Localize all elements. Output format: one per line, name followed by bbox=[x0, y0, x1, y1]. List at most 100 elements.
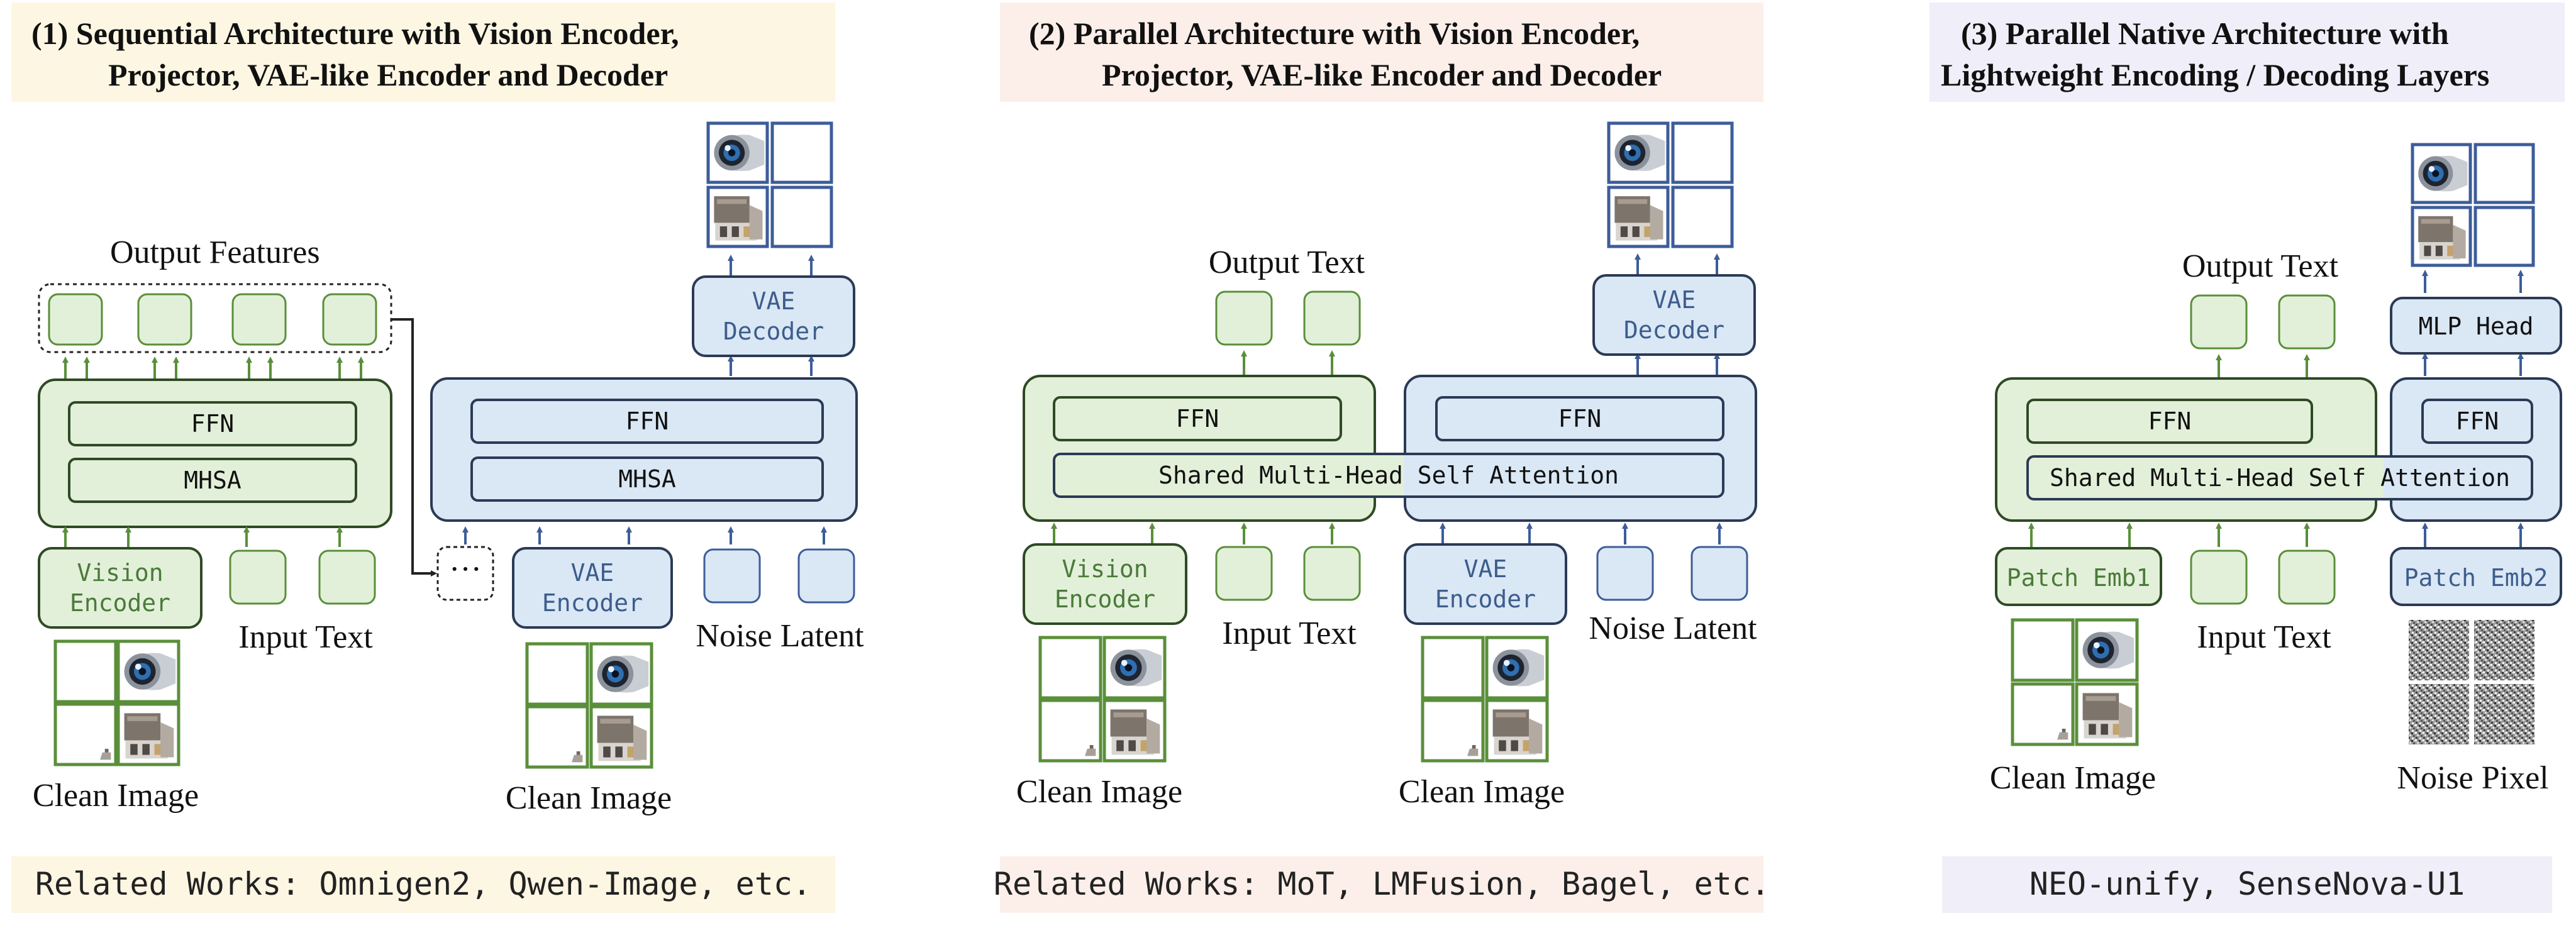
output-text-token bbox=[2190, 294, 2248, 350]
vision-encoder-label: Encoder bbox=[70, 589, 170, 617]
panel1-title-line1: (1) Sequential Architecture with Vision … bbox=[31, 16, 679, 51]
output-text-token bbox=[1215, 290, 1273, 346]
panel3-title-line2: Lightweight Encoding / Decoding Layers bbox=[1941, 57, 2489, 92]
input-text-token bbox=[2278, 550, 2336, 605]
vae-decoder-label: Decoder bbox=[1624, 316, 1724, 344]
input-text-token bbox=[2190, 550, 2248, 605]
shared-attention-block bbox=[1053, 453, 1724, 498]
ffn-block bbox=[1053, 396, 1342, 441]
ffn-label: FFN bbox=[626, 407, 669, 435]
shared-attention-label: Shared Multi-Head Self Attention bbox=[2050, 464, 2510, 492]
ffn-label: FFN bbox=[2456, 407, 2499, 435]
generated-image-grid bbox=[706, 121, 833, 248]
mhsa-block bbox=[470, 456, 824, 502]
related-works-label: NEO-unify, SenseNova-U1 bbox=[2029, 866, 2465, 902]
vae-encoder-label: VAE bbox=[571, 559, 614, 587]
output-feature-token bbox=[137, 293, 192, 346]
related-works-label: Related Works: Omnigen2, Qwen-Image, etc… bbox=[35, 866, 811, 902]
output-feature-token bbox=[231, 293, 287, 346]
shared-attention-green bbox=[2028, 456, 2384, 499]
panel3-title-line1: (3) Parallel Native Architecture with bbox=[1961, 16, 2449, 51]
vae-encoder bbox=[1404, 543, 1567, 625]
panel2-title-line2: Projector, VAE-like Encoder and Decoder bbox=[1102, 57, 1662, 92]
clean-image-grid bbox=[1421, 636, 1549, 763]
vae-decoder bbox=[692, 275, 855, 357]
clean-image-label: Clean Image bbox=[1016, 774, 1182, 810]
vae-decoder bbox=[1592, 274, 1756, 356]
output-text-label: Output Text bbox=[2182, 248, 2339, 284]
vae-decoder-label: Decoder bbox=[723, 318, 824, 345]
ffn-label: FFN bbox=[1176, 405, 1219, 433]
vision-encoder-label: Encoder bbox=[1055, 585, 1155, 613]
input-text-token bbox=[1303, 546, 1361, 601]
mhsa-label: MHSA bbox=[184, 467, 242, 494]
input-text-label: Input Text bbox=[2197, 619, 2331, 655]
noise-latent-label: Noise Latent bbox=[1589, 610, 1757, 646]
panel1-title-bg bbox=[11, 3, 835, 102]
output-feature-token bbox=[48, 293, 103, 346]
ffn-block bbox=[1435, 396, 1724, 441]
ellipsis-label: ··· bbox=[449, 551, 482, 587]
ffn-block bbox=[470, 399, 824, 444]
ellipsis-token bbox=[436, 546, 494, 601]
clean-image-label: Clean Image bbox=[506, 780, 672, 816]
shared-attention-block bbox=[2026, 455, 2533, 500]
panel2-title-line1: (2) Parallel Architecture with Vision En… bbox=[1029, 16, 1640, 51]
noise-latent-token bbox=[1596, 546, 1654, 601]
panel-sequential: (1) Sequential Architecture with Vision … bbox=[11, 3, 864, 913]
shared-attention-green bbox=[1054, 454, 1404, 497]
patch-emb2 bbox=[2390, 547, 2562, 606]
input-text-label: Input Text bbox=[238, 619, 373, 655]
shared-attention-blue bbox=[2384, 456, 2532, 499]
mhsa-block bbox=[68, 458, 357, 503]
output-text-token bbox=[2278, 294, 2336, 350]
mlp-head bbox=[2390, 297, 2562, 355]
noise-pixel-label: Noise Pixel bbox=[2397, 760, 2548, 796]
vae-decoder-label: VAE bbox=[1653, 286, 1696, 314]
clean-image-grid bbox=[525, 642, 653, 769]
clean-image-label: Clean Image bbox=[1990, 760, 2156, 796]
ffn-block bbox=[68, 401, 357, 446]
input-text-token bbox=[318, 550, 376, 605]
related-works-bg bbox=[11, 856, 835, 913]
clean-image-grid bbox=[1038, 636, 1167, 763]
mlp-head-label: MLP Head bbox=[2418, 312, 2533, 340]
vision-encoder-label: Vision bbox=[77, 559, 163, 587]
shared-attention-blue bbox=[1404, 454, 1723, 497]
output-text-label: Output Text bbox=[1209, 245, 1365, 280]
related-works-bg bbox=[1000, 856, 1763, 913]
vae-encoder bbox=[512, 547, 673, 629]
mhsa-label: MHSA bbox=[618, 465, 676, 493]
noise-latent-label: Noise Latent bbox=[696, 618, 864, 654]
input-text-label: Input Text bbox=[1222, 616, 1357, 651]
ffn-block bbox=[2421, 399, 2533, 444]
noise-latent-token bbox=[797, 548, 855, 604]
patch-emb1 bbox=[1995, 547, 2162, 606]
related-works-bg bbox=[1942, 856, 2552, 913]
generated-image-grid bbox=[2411, 143, 2535, 267]
vae-encoder-label: Encoder bbox=[542, 589, 643, 617]
vae-decoder-label: VAE bbox=[752, 287, 796, 315]
input-text-token bbox=[1215, 546, 1273, 601]
panel2-title-bg bbox=[1000, 3, 1763, 102]
vae-encoder-label: Encoder bbox=[1435, 585, 1536, 613]
shared-attention-label: Shared Multi-Head Self Attention bbox=[1158, 461, 1619, 489]
ffn-label: FFN bbox=[191, 410, 235, 438]
panel-parallel: (2) Parallel Architecture with Vision En… bbox=[994, 3, 1770, 913]
panel3-title-bg bbox=[1929, 3, 2565, 102]
output-text-token bbox=[1303, 290, 1361, 346]
ffn-label: FFN bbox=[2148, 407, 2192, 435]
clean-image-label: Clean Image bbox=[1399, 774, 1565, 810]
noise-latent-token bbox=[1690, 546, 1748, 601]
vision-encoder bbox=[38, 547, 203, 629]
ffn-block bbox=[2026, 399, 2313, 444]
input-text-token bbox=[229, 550, 287, 605]
clean-image-grid bbox=[53, 639, 180, 766]
output-features-label: Output Features bbox=[110, 235, 320, 270]
related-works-label: Related Works: MoT, LMFusion, Bagel, etc… bbox=[994, 866, 1770, 902]
clean-image-label: Clean Image bbox=[33, 778, 199, 814]
vision-encoder-label: Vision bbox=[1062, 555, 1148, 583]
patch-emb2-label: Patch Emb2 bbox=[2404, 564, 2548, 592]
ffn-label: FFN bbox=[1558, 405, 1602, 433]
